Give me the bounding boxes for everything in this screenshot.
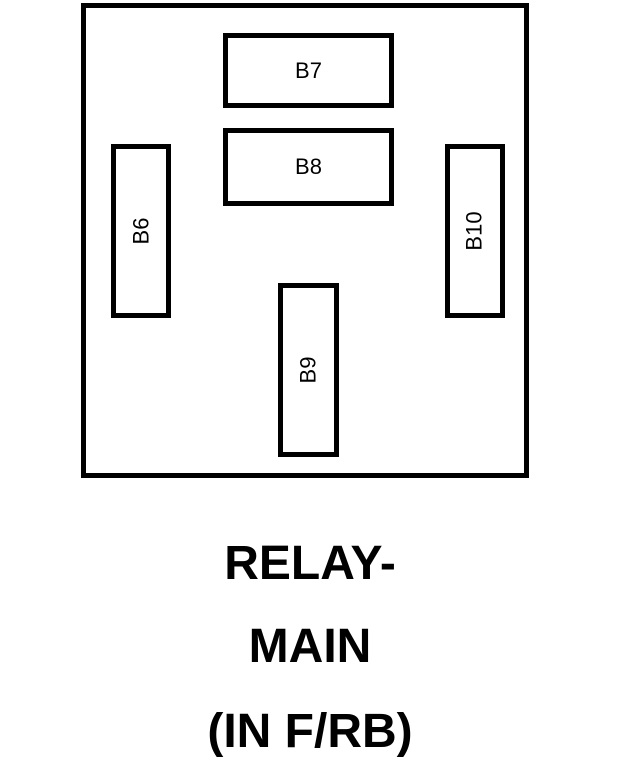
caption-line-2: MAIN (248, 620, 372, 673)
terminal-b6: B6 (111, 144, 171, 318)
terminal-b6-label: B6 (127, 217, 153, 245)
terminal-b10-label: B10 (462, 211, 487, 251)
terminal-b7: B7 (223, 33, 394, 108)
terminal-b9-label: B9 (295, 356, 321, 384)
terminal-b8: B8 (223, 128, 394, 206)
terminal-b10: B10 (445, 144, 505, 318)
caption-line-1: RELAY- (224, 537, 396, 590)
terminal-b9: B9 (278, 283, 339, 457)
terminal-b8-label: B8 (295, 154, 322, 179)
terminal-b7-label: B7 (295, 57, 322, 83)
caption-line-3: (IN F/RB) (207, 705, 413, 758)
relay-outline: B7 B8 B6 B10 B9 (81, 3, 529, 478)
